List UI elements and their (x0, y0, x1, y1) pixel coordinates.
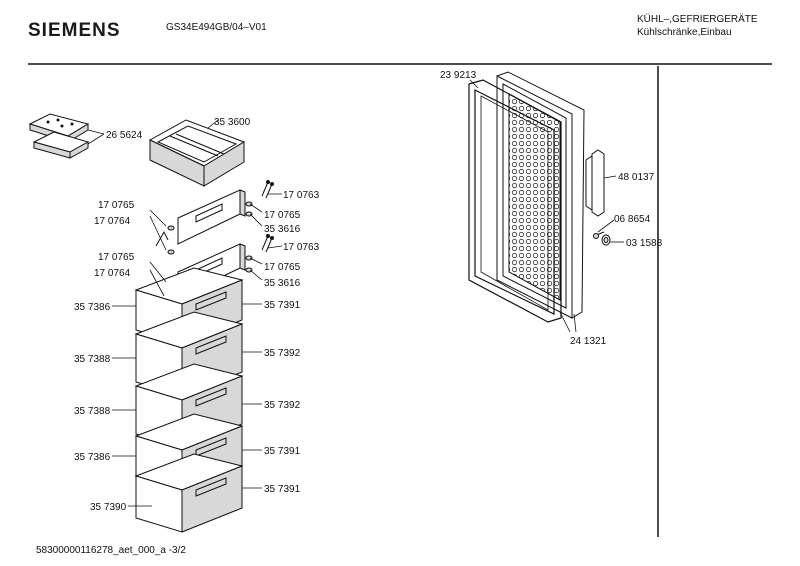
part-number-357390: 35 7390 (90, 502, 127, 513)
part-number-170764: 17 0764 (94, 216, 131, 227)
part-number-265624: 26 5624 (106, 130, 143, 141)
flap-upper-part (177, 189, 246, 245)
part-number-357388: 35 7388 (74, 354, 111, 365)
part-number-357392: 35 7392 (264, 400, 301, 411)
part-number-068654: 06 8654 (614, 214, 651, 225)
model-number: GS34E494GB/04–V01 (166, 22, 267, 33)
part-number-170765: 17 0765 (98, 200, 135, 211)
hinge-screw-part (593, 231, 611, 246)
part-number-357391: 35 7391 (264, 484, 301, 495)
door-part (496, 71, 585, 319)
part-number-239213: 23 9213 (440, 70, 477, 81)
part-number-357391: 35 7391 (264, 446, 301, 457)
door-gasket-part (468, 79, 562, 323)
drawer-part (134, 453, 244, 533)
part-number-357391: 35 7391 (264, 300, 301, 311)
part-number-353616: 35 3616 (264, 278, 301, 289)
part-number-241321: 24 1321 (570, 336, 607, 347)
category-title: KÜHL–,GEFRIERGERÄTE (637, 14, 758, 25)
door-handle-part (585, 149, 605, 217)
part-number-353616: 35 3616 (264, 224, 301, 235)
part-number-357392: 35 7392 (264, 348, 301, 359)
part-number-170763: 17 0763 (283, 190, 320, 201)
part-number-357386: 35 7386 (74, 452, 111, 463)
part-number-353600: 35 3600 (214, 117, 251, 128)
leader-lines (87, 79, 624, 507)
part-number-031588: 03 1588 (626, 238, 663, 249)
top-tray-part (148, 119, 246, 187)
part-labels: 26 5624 35 3600 17 0763 17 0765 17 0765 17 07… (74, 70, 663, 513)
brand-logo: SIEMENS (28, 20, 121, 41)
part-number-357386: 35 7386 (74, 302, 111, 313)
ice-pack-part (28, 113, 90, 159)
drawing-number: 58300000116278_aet_000_a -3/2 (36, 545, 186, 556)
part-number-170764: 17 0764 (94, 268, 131, 279)
part-number-357388: 35 7388 (74, 406, 111, 417)
part-number-170765: 17 0765 (264, 262, 301, 273)
part-number-170765: 17 0765 (264, 210, 301, 221)
part-number-170765: 17 0765 (98, 252, 135, 263)
hinge-pins-part (155, 180, 274, 301)
part-number-170763: 17 0763 (283, 242, 320, 253)
category-subtitle: Kühlschränke,Einbau (637, 27, 732, 38)
part-number-480137: 48 0137 (618, 172, 655, 183)
